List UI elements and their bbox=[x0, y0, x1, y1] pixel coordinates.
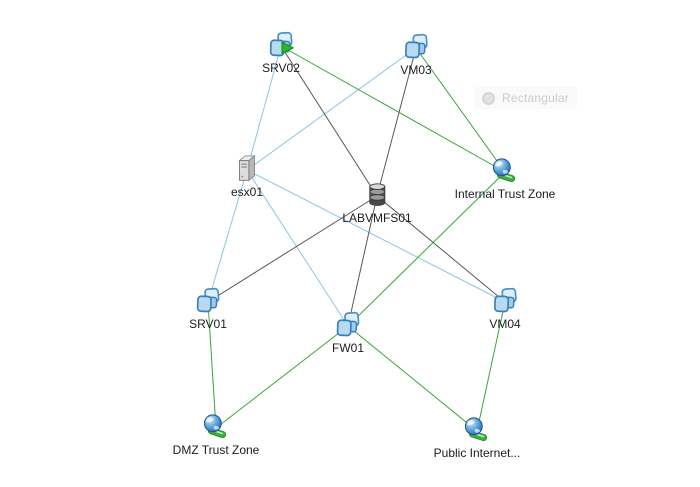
node-label: VM03 bbox=[400, 63, 432, 77]
node-label: DMZ Trust Zone bbox=[172, 443, 260, 457]
node-label: VM04 bbox=[489, 317, 521, 331]
node-label: SRV01 bbox=[189, 317, 227, 331]
virtual-machine-running-icon bbox=[266, 31, 296, 61]
node-dmz-trust-zone[interactable]: DMZ Trust Zone bbox=[172, 413, 260, 457]
node-srv02[interactable]: SRV02 bbox=[262, 31, 300, 75]
node-vm03[interactable]: VM03 bbox=[400, 33, 432, 77]
node-label: Internal Trust Zone bbox=[454, 187, 556, 201]
node-internal-trust-zone[interactable]: Internal Trust Zone bbox=[454, 157, 556, 201]
network-zone-icon bbox=[201, 413, 231, 443]
edge-esx01-srv02 bbox=[246, 45, 282, 171]
node-label: esx01 bbox=[230, 185, 264, 199]
edge-vm04-public bbox=[476, 301, 506, 432]
virtual-machine-icon bbox=[401, 33, 431, 63]
node-label: LABVMFS01 bbox=[342, 211, 412, 225]
network-zone-icon bbox=[490, 157, 520, 187]
edge-esx01-srv01 bbox=[207, 169, 248, 303]
node-srv01[interactable]: SRV01 bbox=[189, 287, 227, 331]
layout-mode-label: Rectangular bbox=[502, 91, 569, 105]
edge-vm03-internal bbox=[415, 47, 506, 173]
virtual-machine-icon bbox=[193, 287, 223, 317]
node-public-internet[interactable]: Public Internet... bbox=[433, 416, 521, 460]
layout-mode-control[interactable]: Rectangular bbox=[474, 87, 577, 109]
edge-srv02-internal bbox=[280, 45, 506, 173]
edge-esx01-fw01 bbox=[246, 169, 349, 327]
edge-labvmfs01-srv01 bbox=[207, 195, 378, 303]
datastore-icon bbox=[362, 181, 392, 211]
node-vm04[interactable]: VM04 bbox=[489, 287, 521, 331]
virtual-machine-icon bbox=[490, 287, 520, 317]
edge-srv01-dmz bbox=[207, 301, 217, 429]
node-label: FW01 bbox=[331, 341, 365, 355]
node-labvmfs01[interactable]: LABVMFS01 bbox=[342, 181, 412, 225]
virtual-machine-icon bbox=[333, 311, 363, 341]
host-server-icon bbox=[232, 155, 262, 185]
node-fw01[interactable]: FW01 bbox=[332, 311, 364, 355]
network-zone-icon bbox=[462, 416, 492, 446]
node-esx01[interactable]: esx01 bbox=[231, 155, 263, 199]
edge-fw01-internal bbox=[347, 171, 506, 327]
edge-labvmfs01-srv02 bbox=[280, 45, 378, 197]
edge-esx01-vm04 bbox=[246, 169, 506, 303]
edge-labvmfs01-vm03 bbox=[376, 47, 417, 197]
edge-esx01-vm03 bbox=[246, 47, 417, 171]
edge-labvmfs01-vm04 bbox=[376, 195, 506, 303]
edge-fw01-dmz bbox=[215, 325, 349, 429]
edge-labvmfs01-fw01 bbox=[347, 195, 378, 327]
layout-mode-icon bbox=[482, 91, 495, 105]
node-label: Public Internet... bbox=[433, 446, 521, 460]
edge-fw01-public bbox=[347, 325, 478, 432]
node-label: SRV02 bbox=[262, 61, 300, 75]
